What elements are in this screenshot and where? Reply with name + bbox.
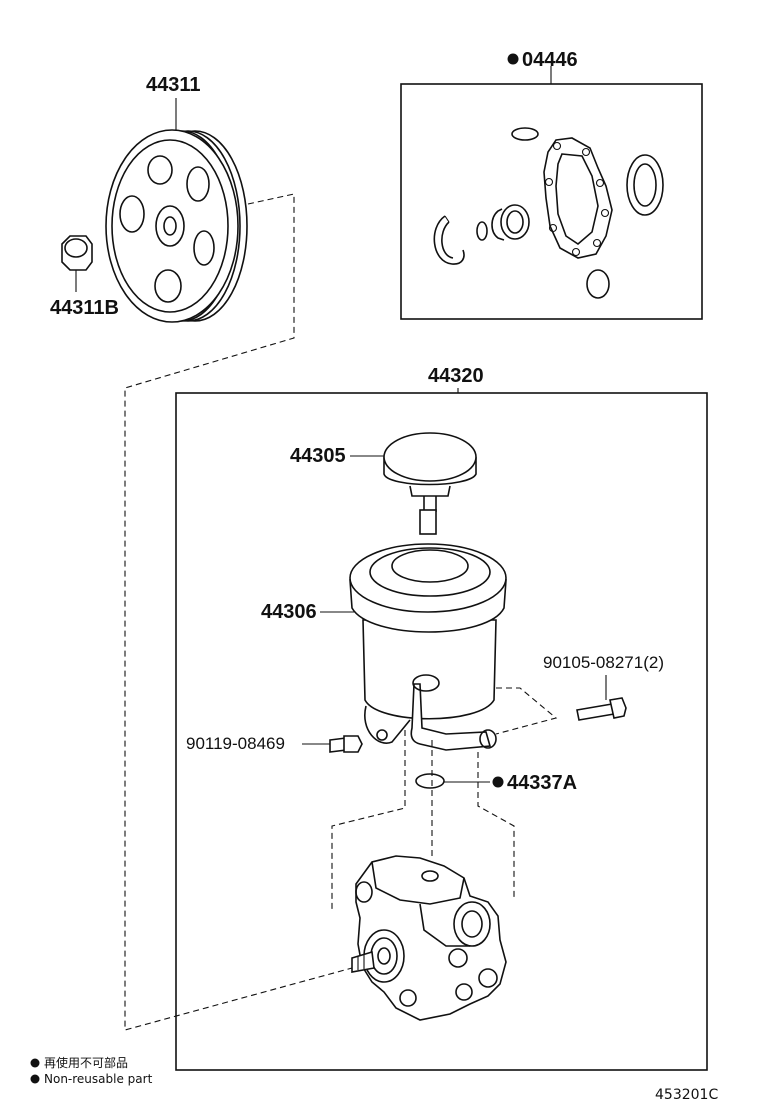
gasket-kit-box bbox=[400, 83, 703, 320]
reservoir-cap-drawing bbox=[383, 432, 477, 535]
label-bolt-right[interactable]: 90105-08271(2) bbox=[543, 653, 664, 672]
reservoir-drawing bbox=[349, 543, 507, 751]
label-pump-assy[interactable]: 44320 bbox=[428, 365, 484, 387]
non-reusable-dot-04446 bbox=[507, 53, 519, 65]
non-reusable-dot-44337a bbox=[492, 776, 504, 788]
legend-dot-jp bbox=[30, 1058, 40, 1068]
pulley-drawing bbox=[105, 129, 248, 323]
label-gasket-kit[interactable]: 04446 bbox=[522, 49, 578, 71]
legend-text-en: Non-reusable part bbox=[44, 1072, 153, 1086]
label-o-ring[interactable]: 44337A bbox=[507, 772, 577, 794]
illustration-code: 453201C bbox=[655, 1087, 718, 1103]
bolt-left-drawing bbox=[329, 735, 363, 753]
legend-text-jp: 再使用不可部品 bbox=[44, 1055, 128, 1070]
o-ring-drawing bbox=[415, 773, 490, 789]
label-reservoir[interactable]: 44306 bbox=[261, 601, 317, 623]
gasket-kit-contents bbox=[433, 127, 664, 299]
legend-dot-en bbox=[30, 1074, 40, 1084]
label-pulley[interactable]: 44311 bbox=[146, 74, 201, 96]
label-reservoir-cap[interactable]: 44305 bbox=[290, 445, 346, 467]
pulley-nut-drawing bbox=[61, 235, 93, 292]
bolt-right-drawing bbox=[576, 697, 627, 721]
label-bolt-left[interactable]: 90119-08469 bbox=[186, 734, 285, 753]
label-pulley-nut[interactable]: 44311B bbox=[50, 297, 119, 319]
pump-body-drawing bbox=[351, 855, 507, 1021]
pump-assy-box bbox=[175, 392, 708, 1071]
